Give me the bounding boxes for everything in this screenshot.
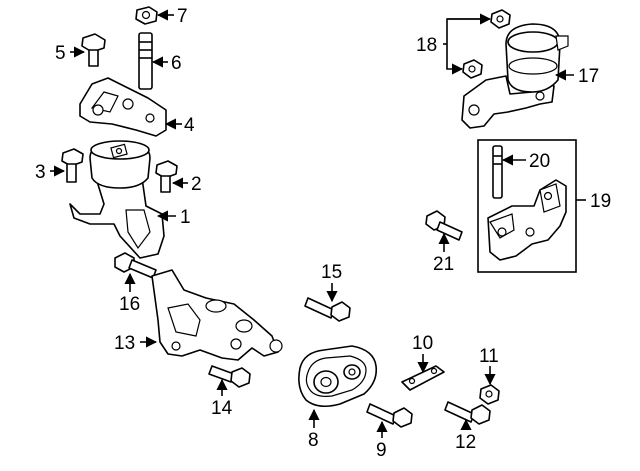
part-21-bolt xyxy=(425,210,463,241)
callout-19: 19 xyxy=(590,191,611,212)
callout-14: 14 xyxy=(211,398,233,419)
group-box-19 xyxy=(477,139,577,273)
callout-9: 9 xyxy=(376,440,387,461)
leader-lines xyxy=(50,9,586,438)
part-3-bolt xyxy=(61,148,84,183)
part-11-nut xyxy=(479,384,500,405)
part-5-bolt xyxy=(81,33,106,67)
callout-7: 7 xyxy=(177,6,188,27)
callout-13: 13 xyxy=(114,333,135,354)
part-1-engine-mount xyxy=(69,140,165,259)
callout-6: 6 xyxy=(171,53,182,74)
part-7-nut xyxy=(135,6,158,25)
part-16-bolt xyxy=(114,252,157,279)
part-4-bracket xyxy=(79,77,167,137)
part-18-nuts xyxy=(462,9,511,79)
callout-21: 21 xyxy=(433,254,454,275)
part-2-bolt xyxy=(155,160,178,193)
part-17-upper-mount xyxy=(461,23,569,129)
callout-5: 5 xyxy=(55,43,66,64)
callout-16: 16 xyxy=(119,294,140,315)
callout-1: 1 xyxy=(180,207,191,228)
callout-2: 2 xyxy=(191,174,202,195)
callout-20: 20 xyxy=(529,151,550,172)
part-8-lower-mount xyxy=(298,345,378,408)
callout-15: 15 xyxy=(321,262,342,283)
callout-8: 8 xyxy=(308,430,319,451)
part-19-bracket xyxy=(487,179,567,261)
callout-11: 11 xyxy=(479,346,499,367)
callout-labels: 1 2 3 4 5 6 7 8 9 10 11 12 13 14 15 16 1… xyxy=(35,6,611,461)
part-9-bolt xyxy=(366,403,413,428)
callout-10: 10 xyxy=(412,333,433,354)
callout-12: 12 xyxy=(455,432,476,453)
part-6-stud xyxy=(138,32,153,90)
part-15-bolt xyxy=(304,297,351,322)
callout-17: 17 xyxy=(578,66,599,87)
part-12-bolt xyxy=(444,401,491,425)
part-14-bolt xyxy=(208,365,251,388)
callout-3: 3 xyxy=(35,162,46,183)
part-20-stud xyxy=(492,145,503,199)
part-13-bracket xyxy=(151,269,283,361)
callout-4: 4 xyxy=(184,115,195,136)
callout-18: 18 xyxy=(416,35,437,56)
